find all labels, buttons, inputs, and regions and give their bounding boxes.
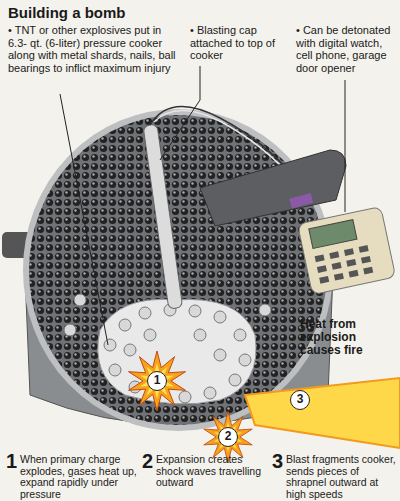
callout-number: 2 xyxy=(218,427,238,447)
step-number: 2 xyxy=(142,451,156,471)
callout-text: • Blasting cap attached to top of cooker xyxy=(190,24,285,62)
step-text: Blast fragments cooker, sends pieces of … xyxy=(286,454,398,500)
lid-handle xyxy=(200,150,346,226)
step-number: 1 xyxy=(6,451,20,471)
blasting-cap xyxy=(143,124,183,309)
explosion-core xyxy=(140,363,174,399)
callout-text: • TNT or other explosives put in 6.3- qt… xyxy=(8,24,183,74)
cell-phone xyxy=(298,207,396,295)
step-number: 3 xyxy=(272,451,286,471)
step-text: When primary charge explodes, gases heat… xyxy=(20,454,138,500)
annotation: Heat from explosion causes fire xyxy=(300,318,398,357)
pot-interior xyxy=(26,112,330,428)
callout-text: • Can be detonated with digital watch, c… xyxy=(296,24,396,74)
blast-arrow xyxy=(245,378,400,448)
title: Building a bomb xyxy=(8,4,388,21)
leader-lines xyxy=(60,66,345,345)
explosion-star xyxy=(129,351,186,411)
step-text: Expansion creates shock waves travelling… xyxy=(156,454,268,489)
handle-clip xyxy=(289,193,313,208)
callout-number: 1 xyxy=(147,371,167,391)
explosion-core xyxy=(214,422,243,452)
callout-number: 3 xyxy=(290,390,310,410)
